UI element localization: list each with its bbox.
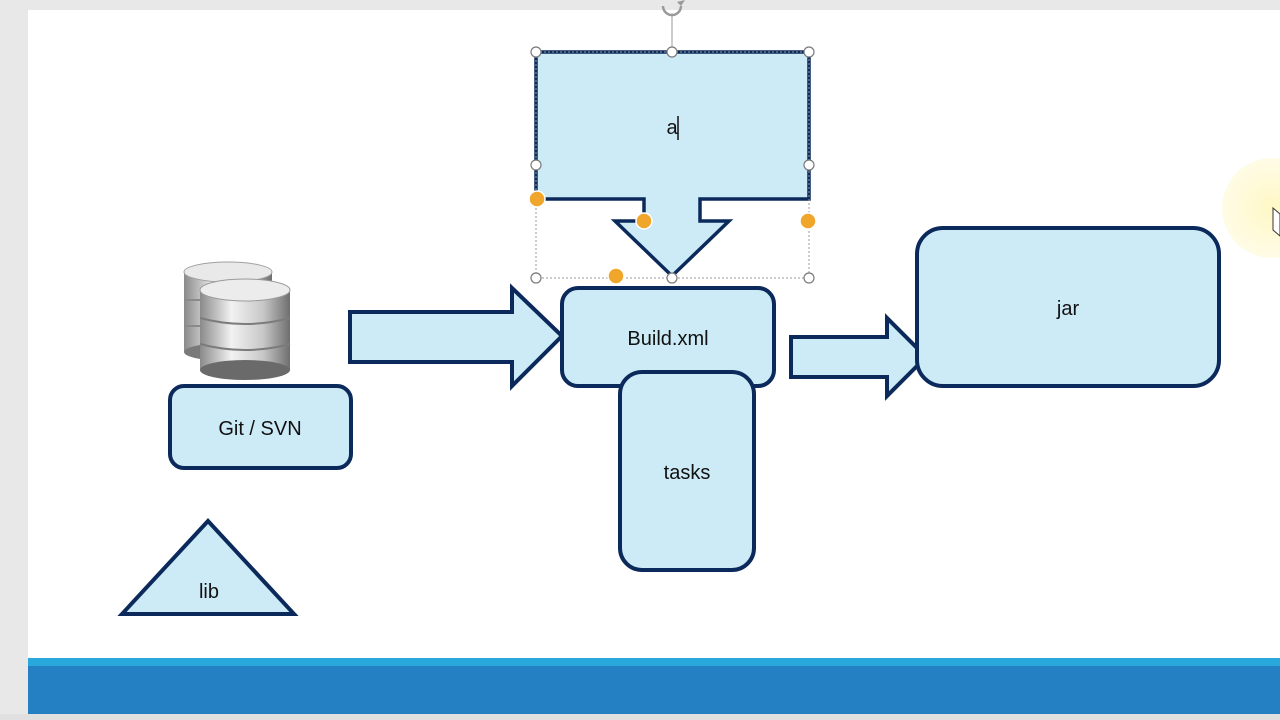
resize-handle-top-right[interactable] <box>803 46 815 58</box>
resize-handle-bottom[interactable] <box>666 272 678 284</box>
arrow-to-build[interactable] <box>348 283 565 391</box>
resize-handle-bottom-right[interactable] <box>803 272 815 284</box>
resize-handles[interactable] <box>530 46 815 284</box>
arrow-to-jar[interactable] <box>789 313 929 401</box>
mouse-pointer-icon <box>1272 206 1280 237</box>
resize-handle-top[interactable] <box>666 46 678 58</box>
callout-text: a <box>666 117 678 139</box>
adjust-handle-3[interactable] <box>799 212 817 230</box>
git-svn-label: Git / SVN <box>218 418 301 440</box>
slide-footer-bar <box>28 666 1280 714</box>
lib-shape[interactable]: lib <box>117 518 299 616</box>
jar-shape[interactable]: jar <box>915 226 1221 388</box>
tasks-shape[interactable]: tasks <box>618 370 756 572</box>
lib-label: lib <box>199 581 219 603</box>
jar-label: jar <box>1056 298 1080 320</box>
adjust-handle-1[interactable] <box>528 190 546 208</box>
build-xml-label: Build.xml <box>627 328 708 350</box>
adjustment-handles[interactable] <box>528 190 817 285</box>
cursor-highlight <box>1222 158 1280 258</box>
resize-handle-bottom-left[interactable] <box>530 272 542 284</box>
resize-handle-top-left[interactable] <box>530 46 542 58</box>
tasks-label: tasks <box>664 462 711 484</box>
rotate-handle-icon[interactable] <box>661 0 685 52</box>
editor-bottom-edge <box>0 714 1280 720</box>
database-icon <box>183 261 291 380</box>
adjust-handle-2[interactable] <box>635 212 653 230</box>
down-arrow-callout-shape[interactable]: a <box>534 50 811 279</box>
git-svn-shape[interactable]: Git / SVN <box>168 384 353 470</box>
resize-handle-left[interactable] <box>530 159 542 171</box>
adjust-handle-4[interactable] <box>607 267 625 285</box>
slide-footer-accent <box>28 658 1280 666</box>
resize-handle-right[interactable] <box>803 159 815 171</box>
